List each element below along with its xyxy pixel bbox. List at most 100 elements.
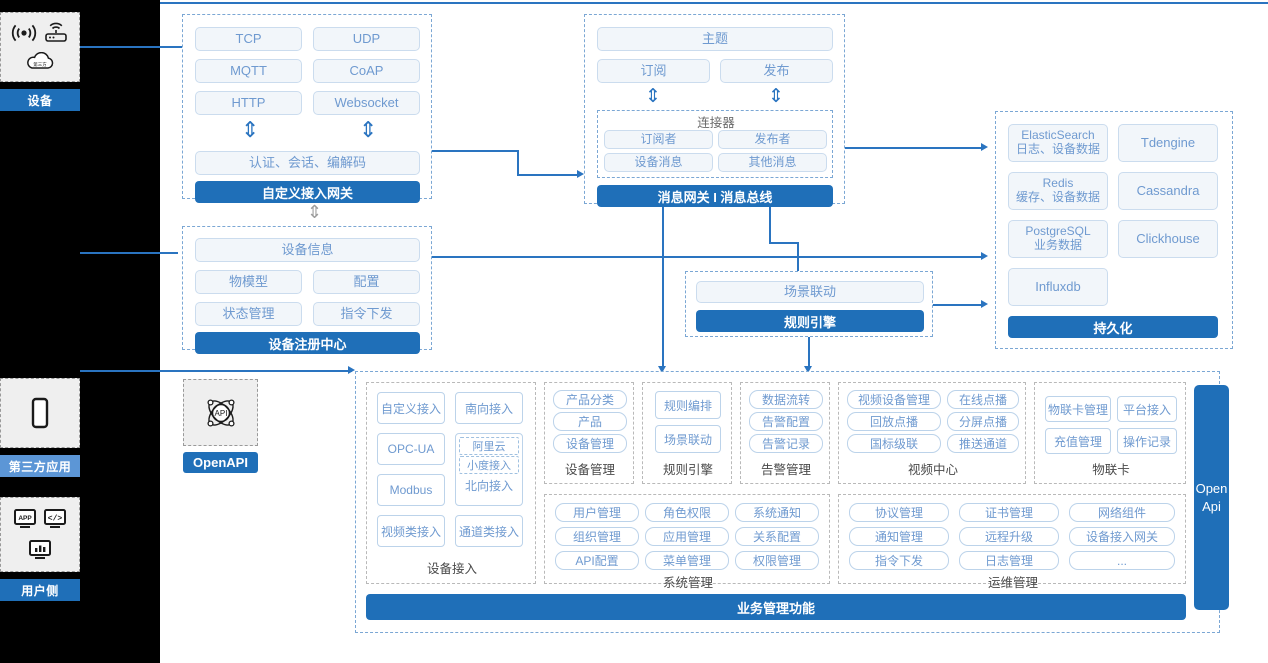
access-channel[interactable]: 通道类接入 [455,515,523,547]
om-more[interactable]: ... [1069,551,1175,570]
persistence-elasticsearch[interactable]: ElasticSearch 日志、设备数据 [1008,124,1108,162]
line-mb-rules-h [769,242,799,244]
rail-label-thirdparty: 第三方应用 [0,455,80,477]
access-northbound-box[interactable]: 阿里云 小度接入 北向接入 [455,433,523,506]
om-network-component[interactable]: 网络组件 [1069,503,1175,522]
registry-config[interactable]: 配置 [313,270,420,294]
group-rule-engine: 场景联动 规则引擎 [685,271,933,337]
openapi-side-line2: Api [1202,498,1221,514]
om-notification-management[interactable]: 通知管理 [849,527,949,546]
ic-platform-access[interactable]: 平台接入 [1117,396,1177,422]
sm-relation-config[interactable]: 关系配置 [735,527,819,546]
openapi-label[interactable]: OpenAPI [183,452,258,473]
dm-product[interactable]: 产品 [553,412,627,431]
ic-operation-record[interactable]: 操作记录 [1117,428,1177,454]
mobile-phone-icon [29,396,51,430]
am-caption: 告警管理 [760,462,811,477]
registry-thing-model[interactable]: 物模型 [195,270,302,294]
sm-system-notification[interactable]: 系统通知 [735,503,819,522]
access-custom[interactable]: 自定义接入 [377,392,445,424]
rules-title-bar[interactable]: 规则引擎 [696,310,924,332]
am-data-flow[interactable]: 数据流转 [749,390,823,409]
om-protocol-management[interactable]: 协议管理 [849,503,949,522]
access-caption: 设备接入 [426,561,477,576]
am-alarm-config[interactable]: 告警配置 [749,412,823,431]
openapi-side-bar[interactable]: Open Api [1194,385,1229,610]
vc-push-channel[interactable]: 推送通道 [947,434,1019,453]
persistence-cassandra[interactable]: Cassandra [1118,172,1218,210]
persistence-tdengine[interactable]: Tdengine [1118,124,1218,162]
line-mb-rules-v2 [797,242,799,278]
arrow-user-business [348,366,355,374]
sm-menu-management[interactable]: 菜单管理 [645,551,729,570]
access-modbus[interactable]: Modbus [377,474,445,506]
vc-video-device-management[interactable]: 视频设备管理 [847,390,941,409]
ic-recharge-management[interactable]: 充值管理 [1045,428,1111,454]
message-publish[interactable]: 发布 [720,59,833,83]
rules-scene-linkage[interactable]: 场景联动 [696,281,924,303]
access-video[interactable]: 视频类接入 [377,515,445,547]
re-rule-orchestration[interactable]: 规则编排 [655,391,721,419]
registry-device-info[interactable]: 设备信息 [195,238,420,262]
protocol-http[interactable]: HTTP [195,91,302,115]
message-topic[interactable]: 主题 [597,27,833,51]
om-cert-management[interactable]: 证书管理 [959,503,1059,522]
message-title-bar[interactable]: 消息网关 I 消息总线 [597,185,833,207]
sm-permission-management[interactable]: 权限管理 [735,551,819,570]
access-aliyun[interactable]: 阿里云 [459,437,519,455]
access-opcua[interactable]: OPC-UA [377,433,445,465]
registry-command-dispatch[interactable]: 指令下发 [313,302,420,326]
line-rules-down [808,336,810,368]
vc-split-screen[interactable]: 分屏点播 [947,412,1019,431]
connector-device-message[interactable]: 设备消息 [604,153,713,172]
gateway-middle-layer[interactable]: 认证、会话、编解码 [195,151,420,175]
line-device-gateway [80,46,184,49]
access-southbound[interactable]: 南向接入 [455,392,523,424]
persistence-clickhouse[interactable]: Clickhouse [1118,220,1218,258]
protocol-tcp[interactable]: TCP [195,27,302,51]
re-scene-linkage[interactable]: 场景联动 [655,425,721,453]
sm-api-config[interactable]: API配置 [555,551,639,570]
gateway-title-bar[interactable]: 自定义接入网关 [195,181,420,203]
om-device-access-gateway[interactable]: 设备接入网关 [1069,527,1175,546]
group-device-registry: 设备信息 物模型 配置 状态管理 指令下发 设备注册中心 [182,226,432,354]
om-command-dispatch[interactable]: 指令下发 [849,551,949,570]
business-footer-bar[interactable]: 业务管理功能 [366,594,1186,620]
openapi-node: API OpenAPI [183,379,258,473]
access-xiaodu[interactable]: 小度接入 [459,456,519,474]
am-alarm-record[interactable]: 告警记录 [749,434,823,453]
vc-gb-cascade[interactable]: 国标级联 [847,434,941,453]
persistence-influxdb[interactable]: Influxdb [1008,268,1108,306]
re-caption: 规则引擎 [662,462,713,477]
message-subscribe[interactable]: 订阅 [597,59,710,83]
om-log-management[interactable]: 日志管理 [959,551,1059,570]
dm-product-category[interactable]: 产品分类 [553,390,627,409]
sm-role-permission[interactable]: 角色权限 [645,503,729,522]
svg-text:</>: </> [48,514,63,523]
vc-caption: 视频中心 [907,462,958,477]
cloud-icon: 第三方 [23,52,57,72]
connector-publisher[interactable]: 发布者 [718,130,827,149]
sm-org-management[interactable]: 组织管理 [555,527,639,546]
persistence-title-bar[interactable]: 持久化 [1008,316,1218,338]
connector-subscriber[interactable]: 订阅者 [604,130,713,149]
persistence-postgresql[interactable]: PostgreSQL 业务数据 [1008,220,1108,258]
connector-other-message[interactable]: 其他消息 [718,153,827,172]
code-monitor-icon: </> [43,508,67,530]
om-remote-upgrade[interactable]: 远程升级 [959,527,1059,546]
vc-playback[interactable]: 回放点播 [847,412,941,431]
protocol-udp[interactable]: UDP [313,27,420,51]
vc-online-play[interactable]: 在线点播 [947,390,1019,409]
protocol-coap[interactable]: CoAP [313,59,420,83]
group-message-gateway: 主题 订阅 发布 ⇕ ⇕ 连接器 订阅者 发布者 设备消息 其他消息 消息网关 … [584,14,845,207]
sm-app-management[interactable]: 应用管理 [645,527,729,546]
persistence-redis[interactable]: Redis 缓存、设备数据 [1008,172,1108,210]
dm-device-management[interactable]: 设备管理 [553,434,627,453]
sm-user-management[interactable]: 用户管理 [555,503,639,522]
protocol-mqtt[interactable]: MQTT [195,59,302,83]
ic-card-management[interactable]: 物联卡管理 [1045,396,1111,422]
registry-state-management[interactable]: 状态管理 [195,302,302,326]
svg-text:API: API [214,409,227,418]
protocol-websocket[interactable]: Websocket [313,91,420,115]
registry-title-bar[interactable]: 设备注册中心 [195,332,420,354]
